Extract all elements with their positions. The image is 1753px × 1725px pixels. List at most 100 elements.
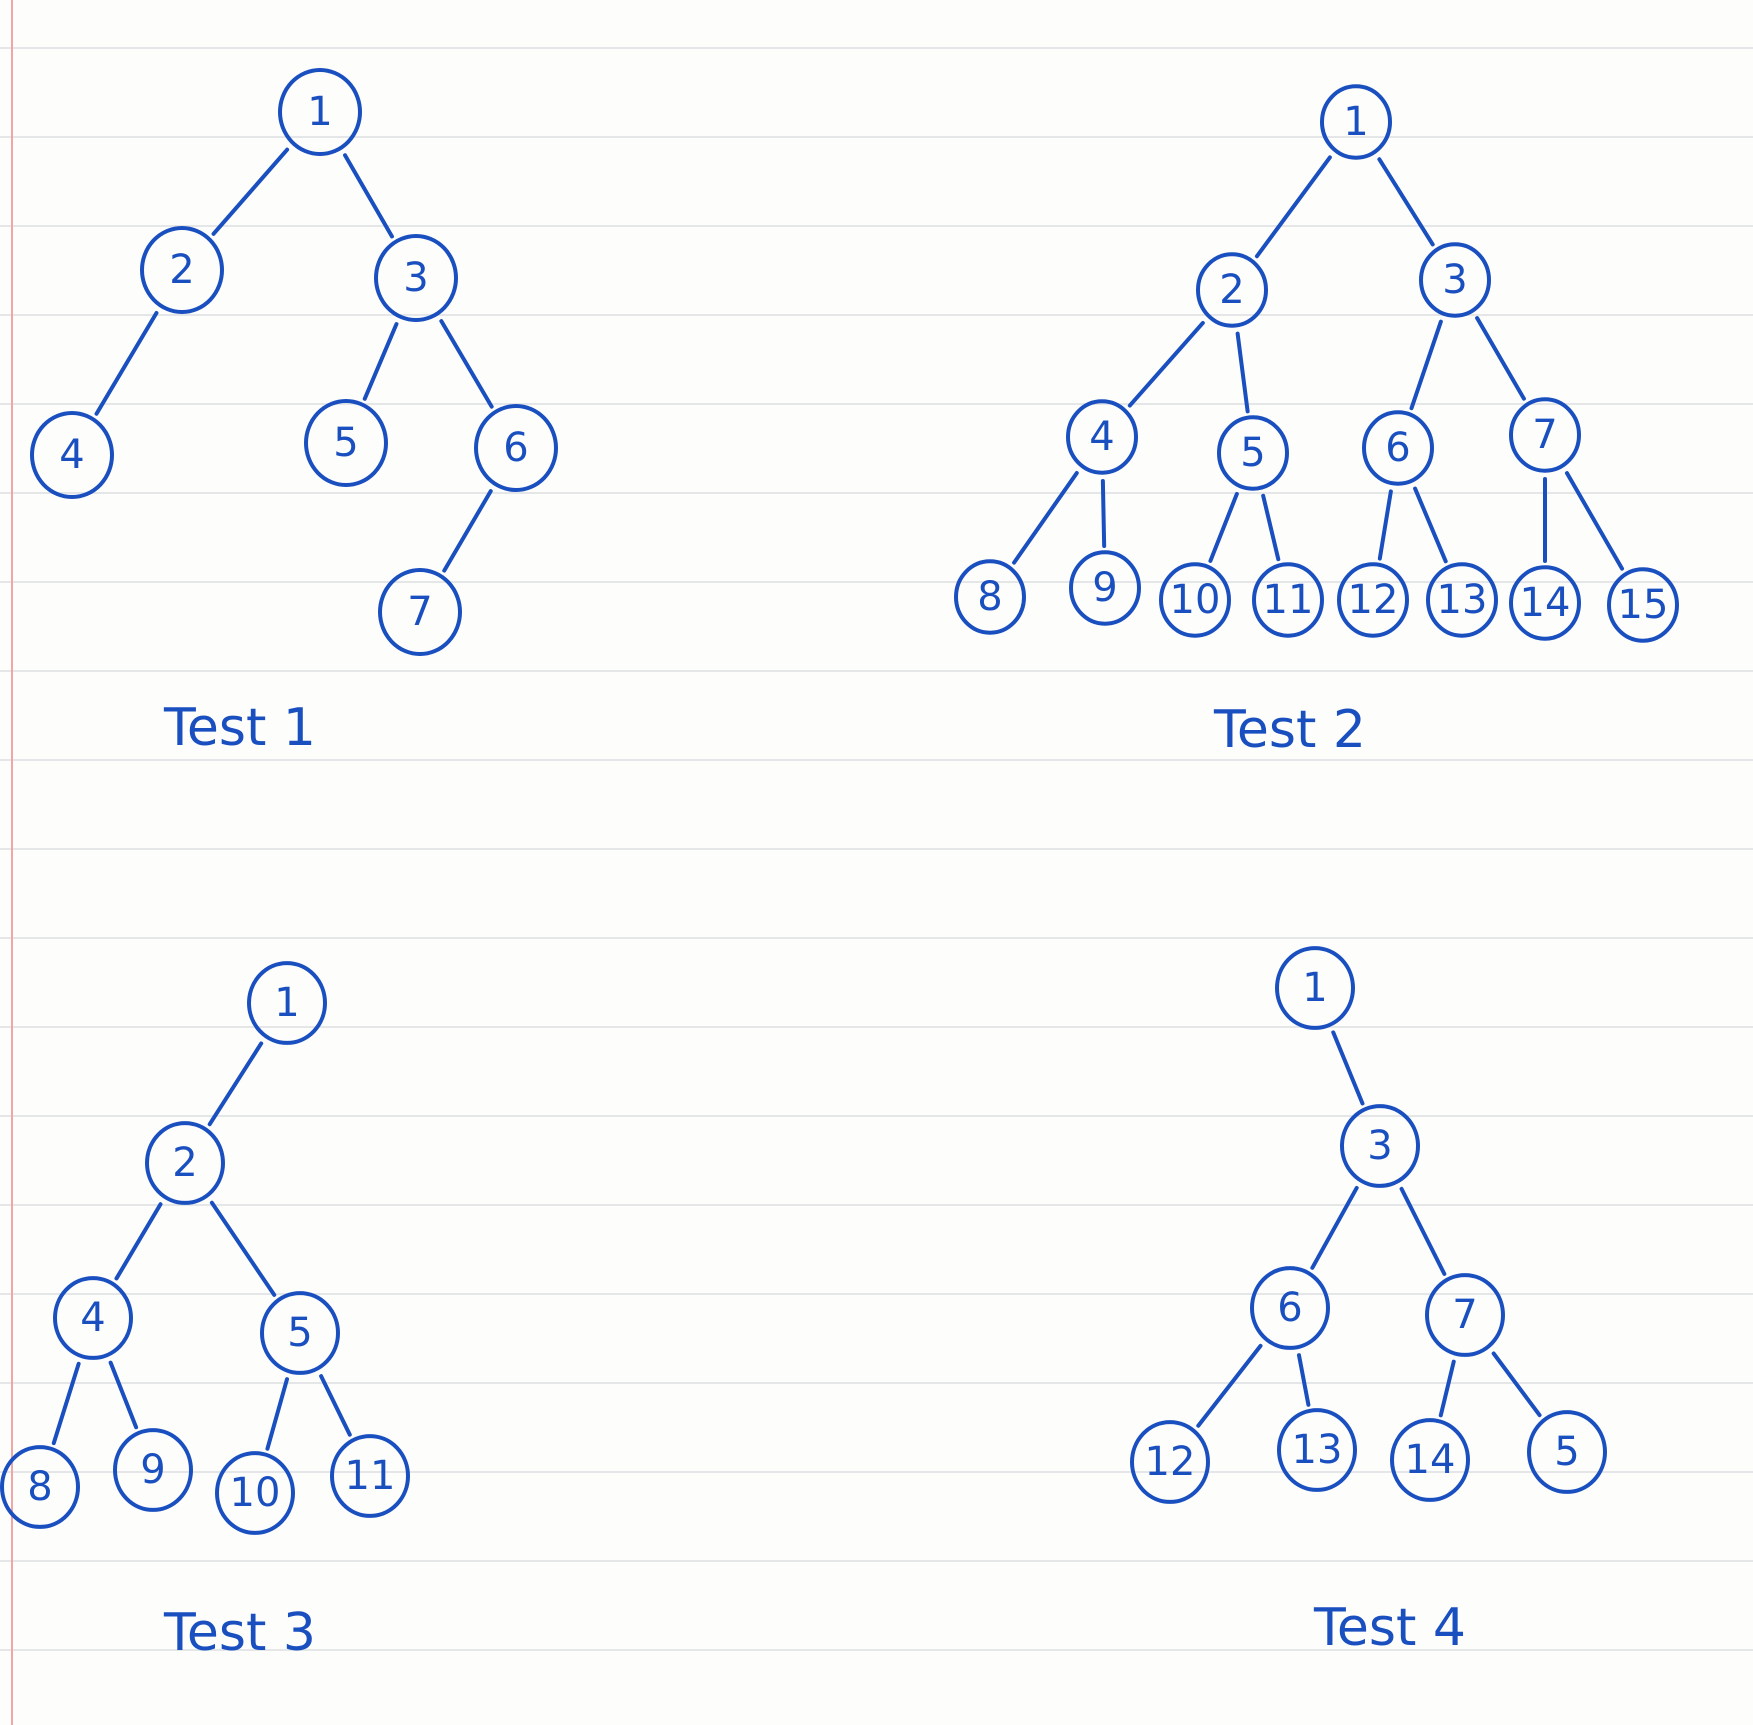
edge-1-2 <box>1254 155 1332 259</box>
node-14-circle <box>1390 1418 1470 1502</box>
node-5-label: 5 <box>333 420 358 466</box>
edge-5-11 <box>1261 493 1281 562</box>
node-14-circle <box>1509 565 1581 641</box>
edge-7-14 <box>1438 1359 1456 1418</box>
node-11-label: 11 <box>1263 577 1314 623</box>
node-11-label: 11 <box>345 1453 396 1499</box>
edge-3-6 <box>1310 1185 1359 1270</box>
node-5-circle <box>260 1291 340 1375</box>
tree-diagram-test-1: 1 2 3 4 5 6 7 Test 1 <box>30 68 558 758</box>
node-9-circle <box>1069 550 1141 626</box>
node-10-circle <box>215 1451 295 1535</box>
edge-1-2 <box>211 147 290 236</box>
node-5-circle <box>1217 415 1289 491</box>
node-2-circle <box>145 1121 225 1205</box>
edge-6-13 <box>1413 486 1448 564</box>
edge-5-11 <box>319 1374 352 1437</box>
node-10-circle <box>1159 562 1231 638</box>
node-1-label: 1 <box>1343 99 1368 145</box>
edge-2-5 <box>209 1200 277 1297</box>
test-1-title: Test 1 <box>163 698 316 758</box>
edge-7-5 <box>1491 1351 1542 1418</box>
node-6-label: 6 <box>1277 1285 1302 1331</box>
node-8-circle <box>0 1445 80 1529</box>
node-5-circle <box>1527 1410 1607 1494</box>
node-8-circle <box>954 559 1026 635</box>
node-1-label: 1 <box>274 980 299 1026</box>
node-11-circle <box>330 1434 410 1518</box>
node-6-label: 6 <box>1385 425 1410 471</box>
node-8-label: 8 <box>977 574 1002 620</box>
node-13-label: 13 <box>1292 1427 1343 1473</box>
node-13-circle <box>1277 1408 1357 1492</box>
node-3-circle <box>1419 242 1491 318</box>
node-14-label: 14 <box>1405 1437 1456 1483</box>
edge-2-4 <box>94 310 159 416</box>
edge-2-5 <box>1235 331 1250 414</box>
edge-4-8 <box>51 1361 81 1446</box>
node-9-label: 9 <box>140 1447 165 1493</box>
node-2-circle <box>140 226 224 314</box>
node-10-label: 10 <box>230 1470 281 1516</box>
node-3-circle <box>1340 1104 1420 1188</box>
node-12-circle <box>1130 1420 1210 1504</box>
node-2-label: 2 <box>1219 267 1244 313</box>
node-11-circle <box>1252 562 1324 638</box>
edge-3-6 <box>1409 319 1443 411</box>
edge-6-7 <box>442 489 493 573</box>
edge-5-10 <box>265 1377 290 1451</box>
edge-1-2 <box>207 1041 264 1127</box>
node-15-circle <box>1607 567 1679 643</box>
edge-1-3 <box>343 153 394 239</box>
node-14-label: 14 <box>1520 580 1571 626</box>
edge-2-4 <box>1127 320 1205 408</box>
node-7-circle <box>1509 397 1581 473</box>
edge-4-9 <box>1100 478 1107 549</box>
node-6-circle <box>1250 1266 1330 1350</box>
node-3-label: 3 <box>1367 1123 1392 1169</box>
test-4-title: Test 4 <box>1313 1598 1466 1658</box>
node-1-circle <box>1320 84 1392 160</box>
node-7-circle <box>378 568 462 656</box>
node-10-label: 10 <box>1170 577 1221 623</box>
node-5-label: 5 <box>1554 1429 1579 1475</box>
node-9-circle <box>113 1428 193 1512</box>
node-1-label: 1 <box>1302 965 1327 1011</box>
node-7-label: 7 <box>407 589 432 635</box>
node-1-label: 1 <box>307 89 332 135</box>
edge-2-4 <box>114 1202 163 1281</box>
node-2-label: 2 <box>169 247 194 293</box>
node-7-circle <box>1425 1273 1505 1357</box>
node-6-circle <box>474 404 558 492</box>
node-3-label: 3 <box>403 255 428 301</box>
edge-7-15 <box>1564 471 1625 571</box>
test-2-title: Test 2 <box>1213 700 1366 760</box>
ruled-lines <box>0 47 1753 1651</box>
edge-3-7 <box>1399 1186 1447 1276</box>
node-4-label: 4 <box>59 432 84 478</box>
node-3-circle <box>374 234 458 322</box>
node-4-circle <box>53 1276 133 1360</box>
node-4-label: 4 <box>80 1295 105 1341</box>
node-1-circle <box>1275 946 1355 1030</box>
node-9-label: 9 <box>1092 565 1117 611</box>
edge-4-8 <box>1012 471 1079 565</box>
node-6-label: 6 <box>503 425 528 471</box>
node-1-circle <box>247 961 327 1045</box>
edge-3-7 <box>1475 316 1526 401</box>
edge-1-3 <box>1331 1030 1365 1106</box>
node-3-label: 3 <box>1442 257 1467 303</box>
node-12-label: 12 <box>1348 577 1399 623</box>
edge-1-3 <box>1377 157 1435 247</box>
node-5-circle <box>304 399 388 487</box>
edge-6-12 <box>1377 489 1393 561</box>
node-12-label: 12 <box>1145 1439 1196 1485</box>
edge-3-5 <box>362 322 399 401</box>
node-8-label: 8 <box>27 1464 52 1510</box>
edge-3-6 <box>439 319 494 409</box>
node-2-circle <box>1196 252 1268 328</box>
node-13-label: 13 <box>1437 577 1488 623</box>
